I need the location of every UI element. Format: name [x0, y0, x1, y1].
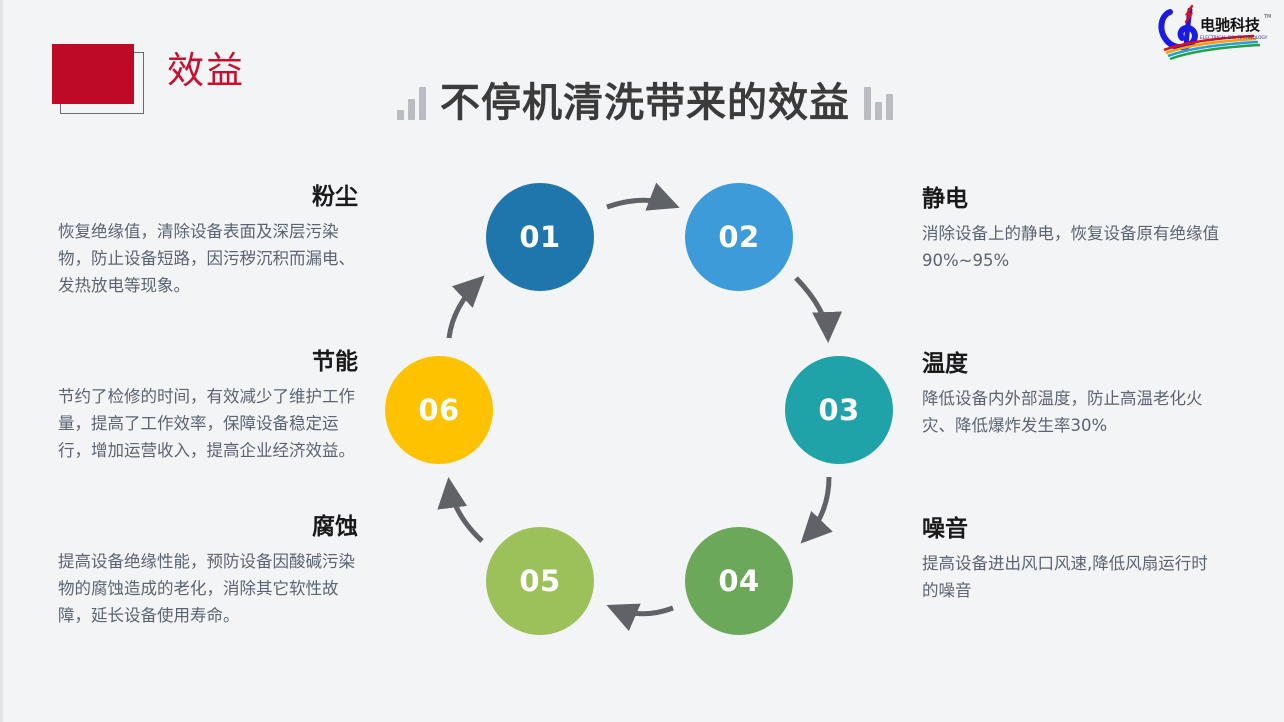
cycle-arrows [437, 182, 843, 632]
benefit-block-static: 静电 消除设备上的静电，恢复设备原有绝缘值90%~95% [922, 184, 1222, 274]
logo-trademark: TM [1263, 14, 1271, 20]
benefit-block-corrosion: 腐蚀 提高设备绝缘性能，预防设备因酸碱污染物的腐蚀造成的老化，消除其它软性故障，… [58, 512, 358, 629]
section-badge [52, 44, 152, 116]
left-edge-divider [0, 0, 3, 722]
benefit-block-energy: 节能 节约了检修的时间，有效减少了维护工作量，提高了工作效率，保障设备稳定运行，… [58, 347, 358, 464]
page-title: 不停机清洗带来的效益 [440, 80, 850, 126]
cycle-node-06[interactable]: 06 [385, 356, 493, 464]
stylized-d-logo-icon [1158, 4, 1261, 61]
benefit-body-temperature: 降低设备内外部温度，防止高温老化火灾、降低爆炸发生率30% [922, 389, 1203, 435]
logo-brand-cn: 电驰科技 [1200, 16, 1261, 34]
bar-chart-icon-right [864, 86, 893, 120]
cycle-node-04[interactable]: 04 [685, 527, 793, 635]
arrow-02-to-03 [794, 276, 843, 343]
benefit-title-corrosion: 腐蚀 [312, 514, 358, 540]
benefit-body-static: 消除设备上的静电，恢复设备原有绝缘值90%~95% [922, 224, 1219, 270]
arrow-04-to-05 [606, 603, 674, 632]
cycle-node-02[interactable]: 02 [685, 183, 793, 291]
section-badge-label: 效益 [167, 49, 245, 92]
badge-red-square [52, 44, 134, 104]
arrow-05-to-06 [437, 477, 484, 543]
benefit-body-energy: 节约了检修的时间，有效减少了维护工作量，提高了工作效率，保障设备稳定运行，增加运… [58, 387, 355, 460]
cycle-node-03[interactable]: 03 [785, 356, 893, 464]
cycle-diagram: 01 02 03 04 05 06 [379, 170, 893, 652]
benefit-block-temperature: 温度 降低设备内外部温度，防止高温老化火灾、降低爆炸发生率30% [922, 349, 1222, 439]
company-logo: 电驰科技 ELECTRICAL DRI TECHNOLOGY TM [1156, 2, 1276, 61]
benefit-title-temperature: 温度 [922, 351, 968, 377]
benefit-title-noise: 噪音 [922, 516, 968, 542]
benefit-block-noise: 噪音 提高设备进出风口风速,降低风扇运行时的噪音 [922, 514, 1222, 604]
benefit-title-dust: 粉尘 [312, 184, 358, 210]
benefit-title-static: 静电 [922, 186, 968, 212]
cycle-node-05[interactable]: 05 [486, 527, 594, 635]
benefit-title-energy: 节能 [312, 349, 358, 375]
benefit-body-corrosion: 提高设备绝缘性能，预防设备因酸碱污染物的腐蚀造成的老化，消除其它软性故障，延长设… [58, 552, 355, 625]
benefit-body-noise: 提高设备进出风口风速,降低风扇运行时的噪音 [922, 554, 1208, 600]
arrow-01-to-02 [606, 182, 680, 211]
bar-chart-icon-left [397, 86, 426, 120]
cycle-node-01[interactable]: 01 [486, 183, 594, 291]
arrow-03-to-04 [800, 476, 833, 544]
title-row: 不停机清洗带来的效益 [340, 72, 950, 134]
benefit-block-dust: 粉尘 恢复绝缘值，清除设备表面及深层污染物，防止设备短路，因污秽沉积而漏电、发热… [58, 182, 358, 299]
benefit-body-dust: 恢复绝缘值，清除设备表面及深层污染物，防止设备短路，因污秽沉积而漏电、发热放电等… [58, 222, 355, 295]
logo-brand-en: ELECTRICAL DRI TECHNOLOGY [1200, 35, 1268, 41]
arrow-06-to-01 [446, 275, 485, 339]
